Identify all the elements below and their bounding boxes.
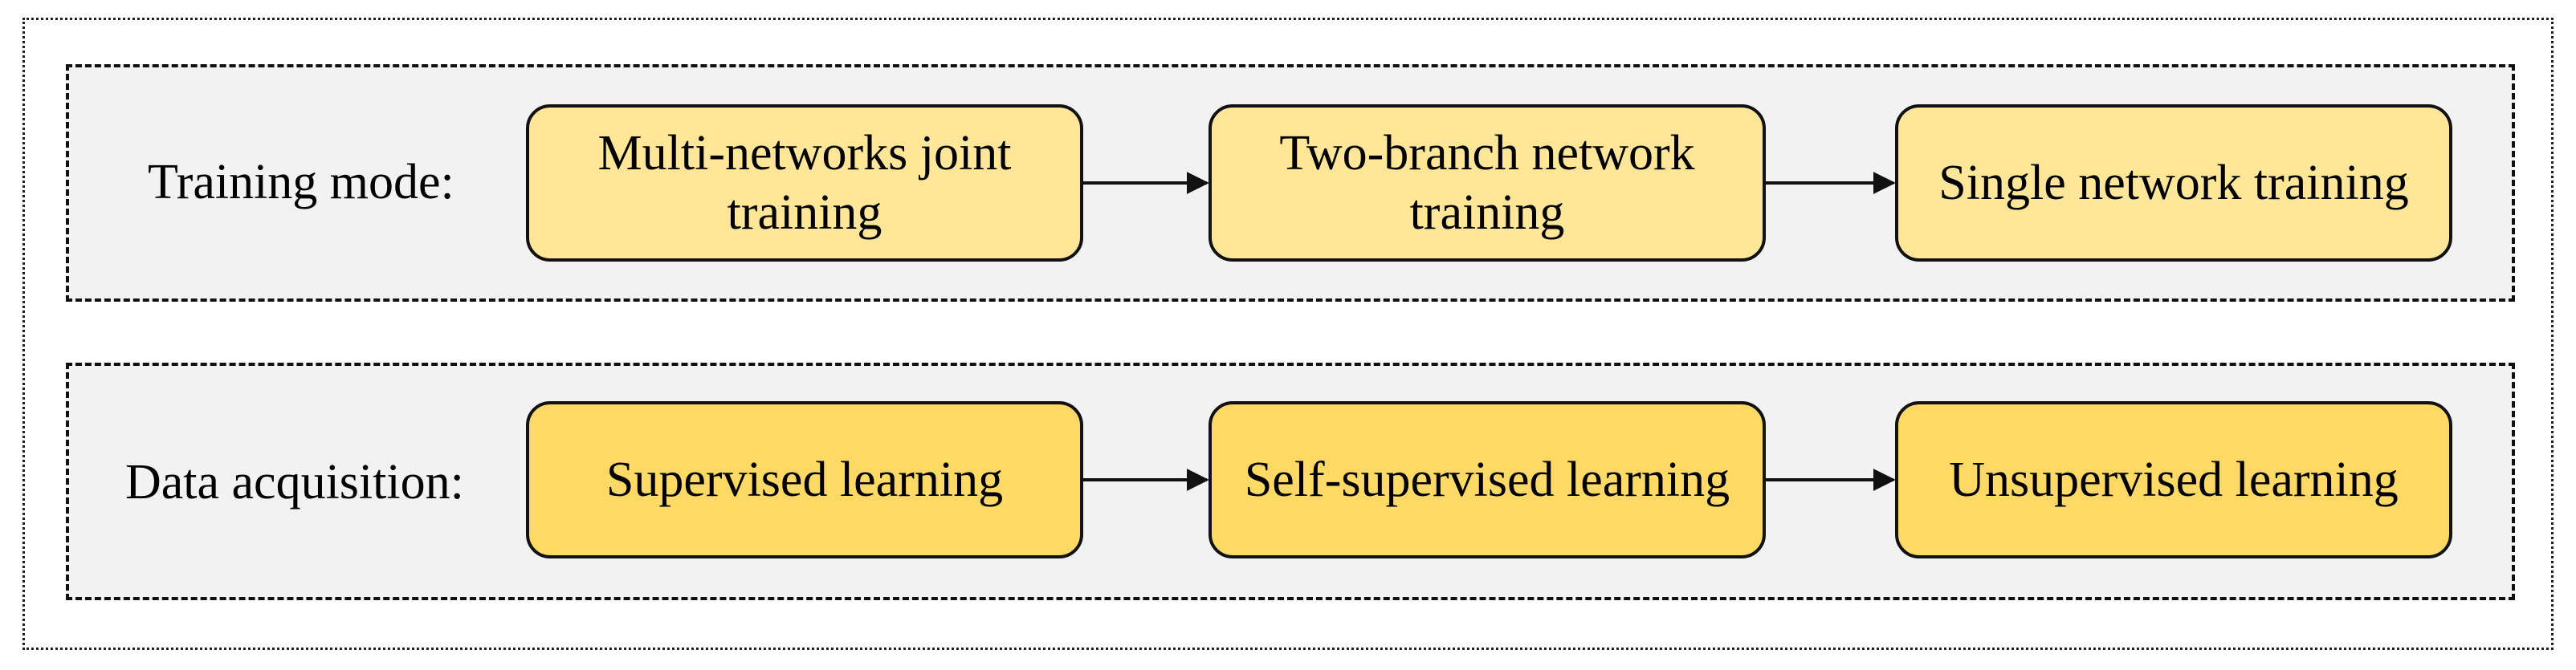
data-acquisition-label: Data acquisition: <box>125 455 464 510</box>
node-supervised-learning: Supervised learning <box>526 401 1083 558</box>
node-label: Two-branch network training <box>1279 126 1695 240</box>
node-label: Single network training <box>1938 156 2409 210</box>
node-two-branch-network-training: Two-branch network training <box>1209 104 1766 262</box>
node-label: Multi-networks joint training <box>597 126 1012 240</box>
node-self-supervised-learning: Self-supervised learning <box>1209 401 1766 558</box>
node-multi-networks-joint-training: Multi-networks joint training <box>526 104 1083 262</box>
diagram-frame <box>22 18 2554 650</box>
node-unsupervised-learning: Unsupervised learning <box>1895 401 2452 558</box>
node-label: Self-supervised learning <box>1244 453 1730 507</box>
node-single-network-training: Single network training <box>1895 104 2452 262</box>
node-label: Unsupervised learning <box>1949 453 2399 507</box>
node-label: Supervised learning <box>605 453 1004 507</box>
training-mode-label: Training mode: <box>148 155 454 209</box>
